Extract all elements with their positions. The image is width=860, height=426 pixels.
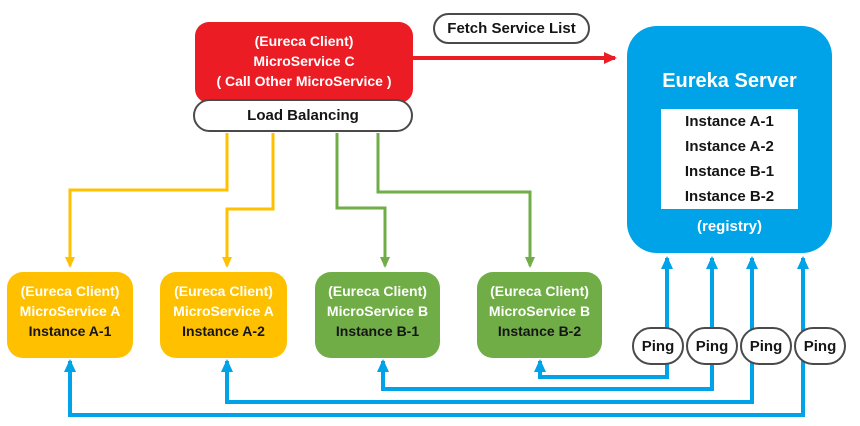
eureka-server-title: Eureka Server [662,70,797,92]
ping-label: Ping [749,337,783,355]
instance-id: Instance B-1 [335,323,420,339]
lb-arrow-instance-a1 [65,133,229,268]
ping-wire-instance-b2 [534,256,673,379]
lb-arrow-instance-a2 [222,133,275,268]
eureka-server-box: Eureka Server Instance A-1 Instance A-2 … [627,26,832,253]
load-balancing-pill: Load Balancing [193,99,413,132]
microservice-c-name: MicroService C [253,53,355,69]
instance-box-b1: (Eureca Client) MicroService B Instance … [315,272,440,358]
registry-list: Instance A-1 Instance A-2 Instance B-1 I… [661,109,798,209]
registry-item: Instance B-1 [684,163,775,180]
registry-item: Instance A-1 [685,113,774,130]
lb-arrow-instance-b2 [376,133,535,268]
ping-label: Ping [641,337,675,355]
instance-client-label: (Eureca Client) [20,283,120,299]
microservice-c-box: (Eureca Client) MicroService C ( Call Ot… [195,22,413,103]
instance-box-a1: (Eureca Client) MicroService A Instance … [7,272,133,358]
lb-arrow-instance-b1 [335,133,390,268]
instance-client-label: (Eureca Client) [174,283,273,299]
instance-id: Instance A-1 [28,323,112,339]
load-balancing-label: Load Balancing [247,107,359,124]
registry-item: Instance A-2 [685,138,774,155]
instance-id: Instance B-2 [497,323,582,339]
ping-label: Ping [695,337,729,355]
instance-service-name: MicroService A [19,303,121,319]
microservice-c-client-label: (Eureca Client) [254,33,354,49]
ping-label: Ping [803,337,837,355]
instance-box-a2: (Eureca Client) MicroService A Instance … [160,272,287,358]
instance-service-name: MicroService A [173,303,274,319]
registry-label: (registry) [696,218,763,235]
ping-wire-instance-b1 [377,256,718,391]
registry-item: Instance B-2 [684,188,775,205]
instance-box-b2: (Eureca Client) MicroService B Instance … [477,272,602,358]
instance-client-label: (Eureca Client) [490,283,589,299]
instance-service-name: MicroService B [488,303,591,319]
ping-pill-1: Ping [632,327,684,365]
instance-service-name: MicroService B [326,303,429,319]
microservice-c-call-label: ( Call Other MicroService ) [216,73,392,89]
instance-client-label: (Eureca Client) [328,283,427,299]
ping-pill-3: Ping [740,327,792,365]
ping-pill-4: Ping [794,327,846,365]
fetch-service-list-label: Fetch Service List [447,20,576,37]
instance-id: Instance A-2 [182,323,265,339]
fetch-service-list-pill: Fetch Service List [433,13,590,44]
ping-pill-2: Ping [686,327,738,365]
